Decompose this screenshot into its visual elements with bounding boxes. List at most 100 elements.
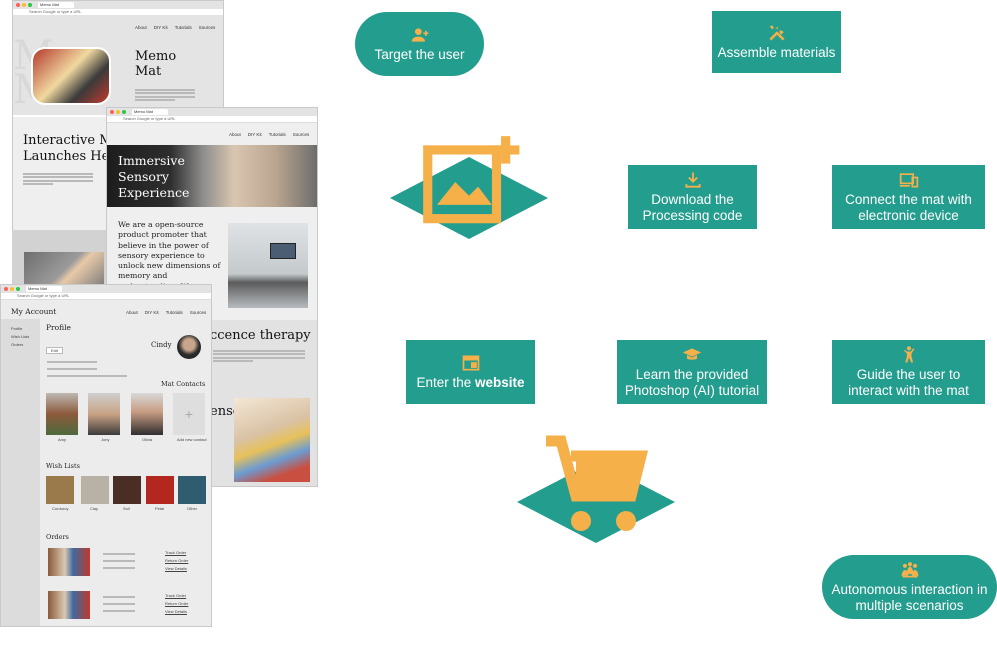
contact-name: Olivia [142, 437, 153, 442]
nav-about[interactable]: About [126, 310, 138, 315]
edit-button[interactable]: Edit [46, 347, 63, 354]
account-sidebar: Profile Wish Lists Orders [1, 319, 40, 626]
nav-sources[interactable]: Sources [198, 25, 216, 30]
browser-tab[interactable]: Memo Mat [38, 2, 74, 8]
node-label: Assemble materials [717, 45, 836, 60]
node-label: Download the Processing code [642, 192, 743, 223]
node-autonomous: Autonomous interaction in multiple scena… [822, 555, 997, 619]
node-assemble-materials: Assemble materials [712, 11, 841, 73]
hero-photo [31, 47, 111, 105]
address-bar[interactable]: Search Google or type a URL [1, 293, 211, 300]
nav-tutorials[interactable]: Tutorials [174, 25, 192, 30]
node-enter-website: Enter the website [406, 340, 535, 404]
nav-diy-kit[interactable]: DIY Kit [153, 25, 168, 30]
node-label: Connect the mat with electronic device [845, 192, 972, 223]
wish-item-other[interactable] [178, 476, 206, 504]
node-label: Guide the user to interact with the mat [848, 367, 969, 398]
profile-title: Profile [46, 323, 71, 332]
track-order-link[interactable]: Track Order [165, 593, 187, 598]
add-user-icon [411, 28, 428, 42]
mat-image-band [12, 230, 107, 290]
node-connect-mat: Connect the mat with electronic device [832, 165, 985, 229]
track-order-link[interactable]: Track Order [165, 550, 187, 555]
node-target-user: Target the user [355, 12, 484, 76]
node-label: Learn the provided Photoshop (AI) tutori… [624, 367, 760, 398]
mat-hands-photo [24, 252, 104, 288]
contact-name: Amy [58, 437, 66, 442]
node-choose-photos: Choose related photos [390, 136, 548, 268]
wish-item-soil[interactable] [113, 476, 141, 504]
wish-title: Wish Lists [46, 462, 80, 470]
nav-diy-kit[interactable]: DIY Kit [247, 132, 262, 137]
sidebar-item-orders[interactable]: Orders [11, 342, 24, 347]
page-title: My Account [11, 307, 57, 316]
view-details-link[interactable]: View Details [165, 566, 187, 571]
mission-text: We are a open-source product promoter th… [118, 220, 221, 286]
order-details [103, 594, 135, 613]
section-title: Interactive M Launches He [23, 133, 113, 164]
node-guide-user: Guide the user to interact with the mat [832, 340, 985, 404]
nav-links: About DIY Kit Tutorials Sources [229, 132, 309, 137]
wish-item-corduroy[interactable] [46, 476, 74, 504]
hero-section: About DIY Kit Tutorials Sources MM Memo … [13, 15, 223, 115]
nav-links: About DIY Kit Tutorials Sources [135, 25, 215, 30]
wish-item-label: Clay [90, 506, 99, 511]
return-order-link[interactable]: Return Order [165, 601, 189, 606]
hero-title: Immersive Sensory Experience [118, 153, 190, 200]
screen-shape [270, 243, 296, 259]
hero-title: Memo Mat [135, 49, 177, 79]
therapy-paragraph [213, 348, 305, 364]
browser-titlebar: Memo Mat [1, 285, 211, 293]
node-purchase-kit: Purchase preferred material kit [517, 435, 675, 577]
node-label: Target the user [374, 47, 465, 62]
order-details [103, 551, 135, 570]
browser-titlebar: Memo Mat [107, 108, 317, 116]
nav-sources[interactable]: Sources [189, 310, 207, 315]
browser-tab[interactable]: Memo Mat [132, 109, 168, 115]
user-name: Cindy [151, 341, 172, 349]
add-contact-button[interactable]: + [173, 393, 205, 435]
address-bar[interactable]: Search Google or type a URL [107, 116, 317, 123]
avatar [177, 335, 201, 359]
wish-item-label: Corduroy [52, 506, 69, 511]
wish-item-label: Petal [155, 506, 165, 511]
node-label-prefix: Enter the [416, 375, 475, 390]
sidebar-item-wish-lists[interactable]: Wish Lists [11, 334, 30, 339]
wish-item-petal[interactable] [146, 476, 174, 504]
wish-item-clay[interactable] [81, 476, 109, 504]
browser-titlebar: Memo Mat [13, 1, 223, 9]
account-page-mockup: Memo Mat Search Google or type a URL My … [0, 284, 212, 627]
contact-photo-amy[interactable] [46, 393, 78, 435]
group-icon [901, 562, 918, 578]
browser-tab[interactable]: Memo Mat [26, 286, 62, 292]
node-label: Autonomous interaction in multiple scena… [831, 582, 988, 613]
contact-photo-jony[interactable] [88, 393, 120, 435]
node-label: Enter the website [416, 375, 524, 391]
return-order-link[interactable]: Return Order [165, 558, 189, 563]
node-label: Choose related photos [423, 237, 515, 268]
profile-details [47, 359, 127, 378]
download-icon [684, 172, 701, 188]
add-photo-icon [423, 136, 520, 224]
nav-tutorials[interactable]: Tutorials [268, 132, 286, 137]
order-thumbnail [48, 548, 90, 576]
sidebar-item-profile[interactable]: Profile [11, 326, 23, 331]
nav-about[interactable]: About [229, 132, 241, 137]
nav-diy-kit[interactable]: DIY Kit [144, 310, 159, 315]
contact-name: Jony [101, 437, 110, 442]
website-link[interactable]: website [475, 375, 525, 390]
node-label: Purchase preferred material kit [538, 546, 654, 577]
person-pointing-icon [903, 346, 914, 363]
view-details-link[interactable]: View Details [165, 609, 187, 614]
contacts-title: Mat Contacts [161, 380, 206, 388]
nav-about[interactable]: About [135, 25, 147, 30]
browser-window-icon [462, 355, 479, 371]
nav-sources[interactable]: Sources [292, 132, 310, 137]
hero-paragraph [135, 87, 195, 103]
room-photo [228, 223, 308, 308]
nav-links: About DIY Kit Tutorials Sources [126, 310, 206, 315]
nav-tutorials[interactable]: Tutorials [165, 310, 183, 315]
contact-photo-olivia[interactable] [131, 393, 163, 435]
tools-icon [768, 25, 785, 41]
wish-item-label: Soil [123, 506, 130, 511]
